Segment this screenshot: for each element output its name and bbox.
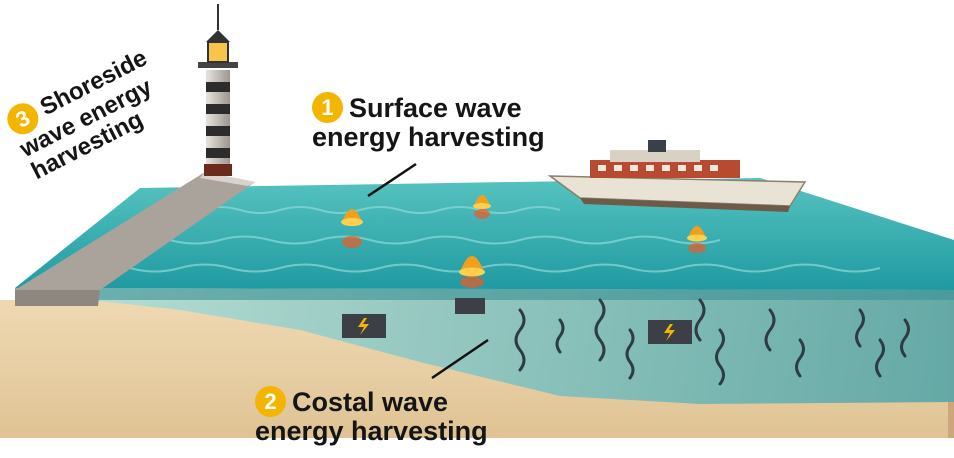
converter-box-3: [455, 298, 485, 314]
lighthouse: [198, 4, 238, 176]
coastal-label-line2: energy harvesting: [255, 416, 488, 447]
buoy-1: [341, 209, 363, 248]
underwater-cross-section: [15, 288, 954, 404]
buoy-3: [687, 226, 707, 253]
coastal-label-line1: Costal wave: [292, 386, 449, 417]
buoy-2: [473, 195, 491, 219]
surface-label-line1: Surface wave: [349, 92, 522, 123]
leader-line-surface: [367, 162, 417, 198]
converter-box-1: [342, 314, 386, 338]
surface-label-line2: energy harvesting: [312, 122, 545, 153]
badge-2: 2: [255, 386, 286, 418]
seabed-wave-converters: [514, 298, 910, 386]
ship: [547, 140, 807, 212]
badge-1: 1: [312, 92, 343, 124]
shoreside-breakwater: [15, 172, 255, 306]
leader-line-coastal: [431, 338, 489, 380]
buoy-4: [459, 256, 485, 288]
converter-box-2: [648, 320, 692, 344]
